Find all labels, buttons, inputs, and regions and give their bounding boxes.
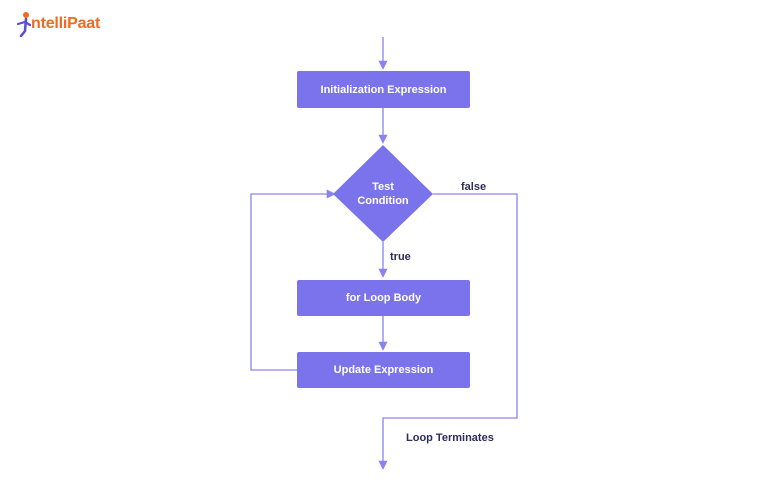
for-loop-body-node: for Loop Body: [297, 280, 470, 316]
false-label: false: [461, 181, 487, 193]
for-loop-body-label: for Loop Body: [345, 292, 422, 304]
initialization-expression-label: Initialization Expression: [320, 83, 447, 96]
logo-figure-icon: [17, 12, 31, 37]
false-exit-arrow: [378, 193, 518, 470]
update-expression-node: Update Expression: [297, 352, 470, 388]
initialization-expression-node: Initialization Expression: [297, 71, 470, 108]
update-expression-label: Update Expression: [333, 364, 434, 376]
loop-terminates-label: Loop Terminates: [406, 432, 494, 444]
test-condition-label-line2: Condition: [357, 195, 409, 207]
test-condition-diamond: [333, 145, 433, 242]
update-loop-back-arrow: [250, 189, 336, 371]
test-condition-label-line1: Test: [372, 181, 394, 193]
logo-text: ntelliPaat: [31, 15, 101, 32]
intellipaat-logo: ntelliPaat: [17, 11, 100, 37]
test-condition-label: Test Condition: [343, 180, 423, 208]
true-label: true: [390, 251, 411, 263]
